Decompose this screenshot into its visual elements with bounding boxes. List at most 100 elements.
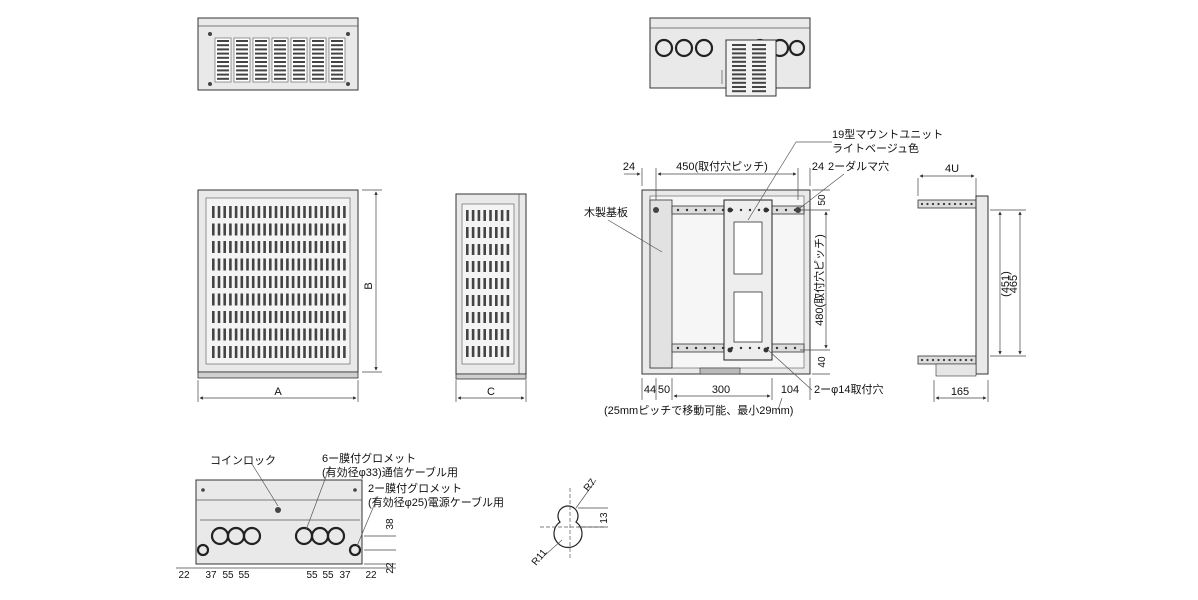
vent-slot	[212, 223, 215, 236]
vent-slot	[337, 223, 340, 236]
dim-44: 44	[644, 384, 656, 396]
vent-slot	[312, 65, 324, 68]
vent-slot	[466, 295, 469, 306]
vent-slot	[240, 241, 244, 253]
keyhole-detail: R7 R11 13	[530, 477, 610, 568]
vent-slot	[297, 346, 301, 358]
b-38: 38	[385, 518, 396, 530]
vent-slot	[326, 241, 329, 253]
vent-slot	[314, 241, 318, 253]
vent-slot	[337, 258, 340, 271]
vent-slot	[732, 90, 746, 93]
vent-slot	[255, 65, 267, 68]
vent-slot	[291, 241, 295, 253]
rail-hole	[730, 346, 734, 350]
vent-slot	[500, 278, 504, 289]
vent-slot	[240, 346, 244, 358]
vent-slot	[732, 69, 746, 72]
vent-slot	[489, 346, 492, 357]
vent-slot	[495, 312, 498, 323]
rail-hole	[721, 346, 725, 350]
vent-slot	[223, 328, 226, 341]
vent-slot	[331, 346, 335, 358]
dim-50: 50	[817, 194, 828, 206]
vent-slot	[257, 258, 261, 271]
vent-slot	[489, 261, 492, 272]
vent-slot	[308, 206, 312, 218]
r11-label: R11	[530, 547, 550, 568]
vent-slot	[263, 206, 266, 218]
vent-slot	[331, 206, 335, 218]
rail-hole	[694, 346, 698, 350]
vent-slot	[269, 258, 272, 271]
b-55b: 55	[238, 570, 250, 581]
rack-hole	[959, 358, 962, 362]
vent-slot	[752, 90, 766, 93]
vent-slot	[477, 244, 481, 255]
vent-slot	[251, 206, 255, 218]
rail-hole	[757, 346, 761, 350]
vent-slot	[212, 346, 215, 358]
vent-slot	[314, 311, 318, 323]
vent-slot	[500, 312, 504, 323]
vent-slot	[506, 312, 510, 323]
vent-slot	[471, 312, 475, 323]
vent-slot	[303, 311, 306, 323]
vent-slot	[312, 56, 324, 59]
vent-slot	[471, 346, 475, 357]
vent-slot	[280, 311, 283, 323]
grommet-hole-icon	[674, 38, 694, 58]
vent-slot	[286, 311, 289, 323]
vent-slot	[297, 223, 301, 236]
vent-slot	[326, 223, 329, 236]
vent-slot	[234, 258, 238, 271]
vent-slot	[240, 311, 244, 323]
vent-slot	[263, 258, 266, 271]
vent-slot	[752, 56, 766, 59]
vent-slot	[752, 60, 766, 63]
vent-slot	[297, 311, 301, 323]
vent-slot	[269, 276, 272, 288]
grommet2-label-1: 2ー膜付グロメット	[368, 481, 462, 495]
vent-slot	[269, 328, 272, 341]
vent-slot	[217, 77, 229, 80]
hole-14-label: 2ーφ14取付穴	[814, 382, 884, 396]
vent-slot	[274, 328, 278, 341]
vent-slot	[314, 258, 318, 271]
vent-slot	[229, 223, 232, 236]
vent-slot	[483, 329, 486, 340]
vent-slot	[308, 311, 312, 323]
vent-slot	[320, 293, 323, 306]
vent-slot	[331, 328, 335, 341]
internal-front-view: 24 450(取付穴ピッチ) 24 2ーダルマ穴 19型マウントユニット ライト…	[584, 127, 943, 417]
vent-slot	[280, 276, 283, 288]
vent-slot	[293, 40, 305, 42]
vent-slot	[246, 293, 249, 306]
vent-slot	[263, 311, 266, 323]
vent-slot	[255, 69, 267, 72]
b-22a: 22	[178, 570, 190, 581]
vent-slot	[343, 328, 346, 341]
vent-slot	[280, 328, 283, 341]
vent-slot	[752, 77, 766, 80]
vent-slot	[229, 258, 232, 271]
rack-hole	[937, 202, 940, 206]
vent-slot	[229, 206, 232, 218]
vent-slot	[477, 329, 481, 340]
vent-slot	[293, 44, 305, 47]
rail-hole	[775, 346, 779, 350]
vent-slot	[343, 258, 346, 271]
vent-slot	[257, 223, 261, 236]
vent-slot	[286, 276, 289, 288]
vent-slot	[286, 346, 289, 358]
vent-slot	[752, 48, 766, 51]
dim-50b: 50	[658, 384, 670, 396]
vent-slot	[274, 65, 286, 68]
vent-slot	[246, 241, 249, 253]
vent-slot	[320, 276, 323, 288]
vent-slot	[320, 258, 323, 271]
vent-slot	[331, 61, 343, 63]
vent-slot	[466, 261, 469, 272]
vent-slot	[732, 52, 746, 55]
vent-slot	[234, 223, 238, 236]
